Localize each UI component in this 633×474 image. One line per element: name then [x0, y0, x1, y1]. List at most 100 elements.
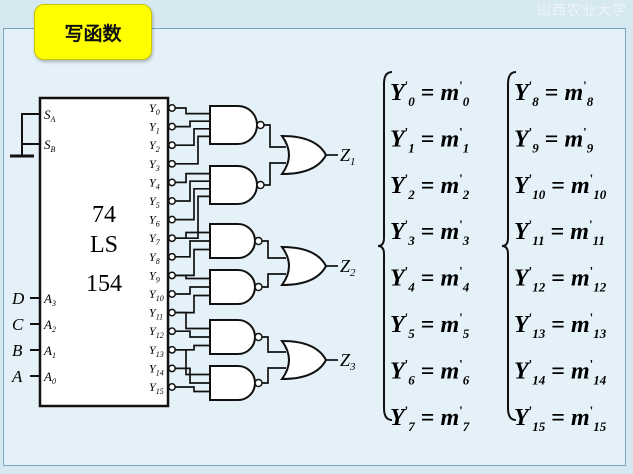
z-output-label: Z3	[340, 350, 356, 373]
gate-bubble	[254, 236, 263, 246]
wire	[175, 367, 210, 384]
wire	[175, 386, 210, 393]
chip-label-154: 154	[86, 271, 122, 297]
output-bubble	[168, 197, 176, 205]
right-brace	[501, 71, 517, 421]
wire	[262, 240, 286, 259]
or-gate	[280, 134, 328, 176]
wire	[262, 273, 286, 288]
nand-gate	[209, 319, 256, 355]
output-pin-label: Y11	[149, 306, 163, 322]
page-title: 写函数	[64, 22, 122, 45]
z-output-label: Z1	[340, 145, 356, 168]
output-bubble	[168, 327, 176, 336]
equation-14: Y'14 = m'14	[514, 356, 607, 387]
wire	[175, 274, 210, 280]
output-bubble	[168, 234, 176, 243]
enable-wires	[21, 113, 40, 156]
chip-label-ls: LS	[90, 232, 118, 258]
output-pin-label: Y13	[149, 343, 164, 359]
equation-0: Y'0 = m'0	[390, 78, 470, 109]
output-bubble	[168, 345, 176, 354]
output-pin-label: Y1	[149, 120, 160, 136]
pin-label: A2	[43, 317, 56, 334]
equation-9: Y'9 = m'9	[514, 124, 594, 155]
wire	[175, 127, 210, 147]
pin-label: SA	[44, 107, 56, 124]
equation-4: Y'4 = m'4	[390, 264, 470, 295]
output-bubble	[168, 104, 176, 112]
wire	[175, 248, 210, 277]
or-gate	[280, 245, 328, 287]
wire	[264, 124, 286, 148]
pin-label: A0	[43, 369, 56, 386]
equation-13: Y'13 = m'13	[514, 310, 607, 341]
output-bubble	[168, 159, 176, 168]
wire	[264, 162, 286, 186]
output-bubble	[168, 290, 176, 298]
output-pin-label: Y0	[149, 101, 160, 117]
input-signal-label: D	[11, 289, 25, 308]
nand-gate	[209, 365, 256, 401]
wire	[175, 294, 210, 314]
nand-gate	[209, 269, 256, 305]
output-pin-label: Y4	[149, 175, 160, 191]
output-bubble	[168, 383, 176, 391]
output-pin-label: Y2	[149, 138, 160, 154]
equation-5: Y'5 = m'5	[390, 310, 470, 341]
watermark-text: 山西农业大学	[537, 3, 627, 19]
nand-gate	[209, 105, 258, 145]
gate-bubble	[256, 120, 265, 130]
output-bubble	[168, 364, 176, 373]
nand-gate	[209, 165, 258, 205]
chip-74ls154	[38, 96, 170, 408]
output-pin-label: Y9	[149, 268, 160, 284]
wire	[175, 311, 210, 330]
wire	[175, 172, 210, 184]
wire	[175, 187, 210, 221]
wire	[262, 367, 286, 384]
input-signal-label: B	[12, 341, 23, 360]
wire	[175, 348, 210, 376]
wire	[175, 120, 210, 128]
equation-11: Y'11 = m'11	[514, 217, 605, 248]
gate-bubble	[254, 282, 263, 292]
output-bubble	[168, 271, 176, 280]
equation-7: Y'7 = m'7	[390, 403, 470, 434]
output-bubble	[168, 308, 176, 317]
wire	[175, 330, 210, 338]
equation-10: Y'10 = m'10	[514, 171, 607, 202]
gate-bubble	[256, 180, 265, 190]
input-signal-label: C	[12, 315, 24, 334]
title-badge: 写函数	[34, 4, 152, 60]
left-brace	[377, 71, 393, 421]
wire	[175, 286, 210, 295]
output-pin-label: Y7	[149, 231, 161, 247]
equation-6: Y'6 = m'6	[390, 356, 470, 387]
equation-1: Y'1 = m'1	[390, 124, 469, 155]
wire	[175, 107, 210, 115]
equation-12: Y'12 = m'12	[514, 264, 607, 295]
output-bubble	[168, 141, 176, 150]
equation-2: Y'2 = m'2	[390, 171, 470, 202]
gate-bubble	[254, 332, 263, 342]
output-pin-label: Y12	[149, 324, 164, 340]
or-gate	[280, 339, 328, 381]
output-bubble	[168, 178, 176, 187]
output-bubble	[168, 215, 176, 224]
output-pin-label: Y10	[149, 287, 164, 303]
wire	[262, 336, 286, 353]
equation-3: Y'3 = m'3	[390, 217, 470, 248]
pin-label: A1	[43, 343, 56, 360]
input-signal-label: A	[11, 367, 23, 386]
pin-label: SB	[44, 137, 56, 154]
wire	[175, 135, 210, 165]
output-pin-label: Y14	[149, 361, 164, 377]
output-pin-label: Y6	[149, 213, 160, 229]
z-output-label: Z2	[340, 256, 356, 279]
output-bubble	[168, 252, 176, 261]
